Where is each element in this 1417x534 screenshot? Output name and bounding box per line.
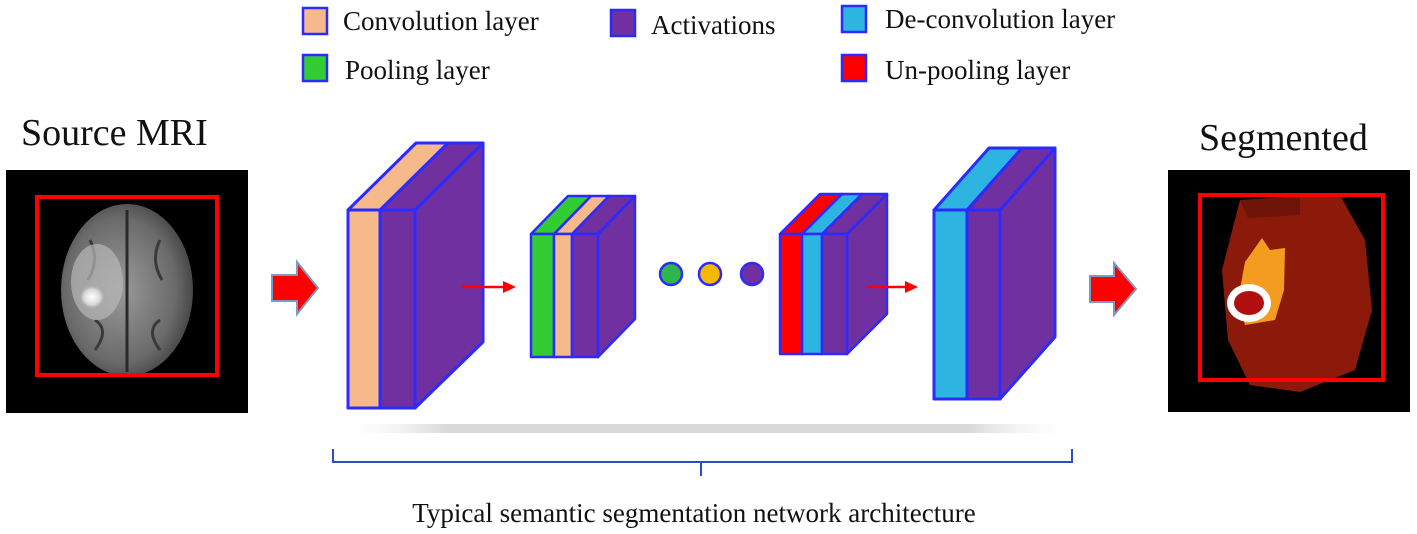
encoder-block-pooling xyxy=(529,194,637,359)
source-bounding-box xyxy=(35,195,219,377)
segmented-output-image xyxy=(1168,170,1410,412)
legend-swatch-convolution xyxy=(301,6,329,36)
right-arrow-icon xyxy=(867,281,918,293)
legend-swatch-deconvolution xyxy=(840,4,868,34)
encoder-block-large xyxy=(346,141,485,410)
caption: Typical semantic segmentation network ar… xyxy=(412,498,975,528)
legend: Convolution layer Activations De-convolu… xyxy=(301,4,1115,85)
legend-swatch-activations xyxy=(609,8,637,38)
legend-label-activations: Activations xyxy=(651,10,775,40)
output-title: Segmented xyxy=(1199,117,1368,159)
legend-label-convolution: Convolution layer xyxy=(343,6,539,36)
legend-swatch-unpooling xyxy=(840,53,868,83)
right-arrow-icon xyxy=(271,259,320,317)
network-shadow xyxy=(335,424,1080,433)
source-title: Source MRI xyxy=(21,112,208,154)
right-arrow-icon xyxy=(1089,260,1138,318)
right-arrow-icon xyxy=(462,281,516,293)
source-mri-image xyxy=(6,170,248,413)
decoder-block-large xyxy=(932,146,1057,401)
decoder-block-unpooling xyxy=(778,192,889,356)
legend-label-deconvolution: De-convolution layer xyxy=(885,4,1115,34)
legend-label-pooling: Pooling layer xyxy=(345,55,490,85)
legend-swatch-pooling xyxy=(301,53,329,83)
legend-label-unpooling: Un-pooling layer xyxy=(885,55,1070,85)
network-brace xyxy=(332,449,1073,476)
output-bounding-box xyxy=(1198,193,1385,382)
ellipsis-dots-icon xyxy=(658,261,765,287)
